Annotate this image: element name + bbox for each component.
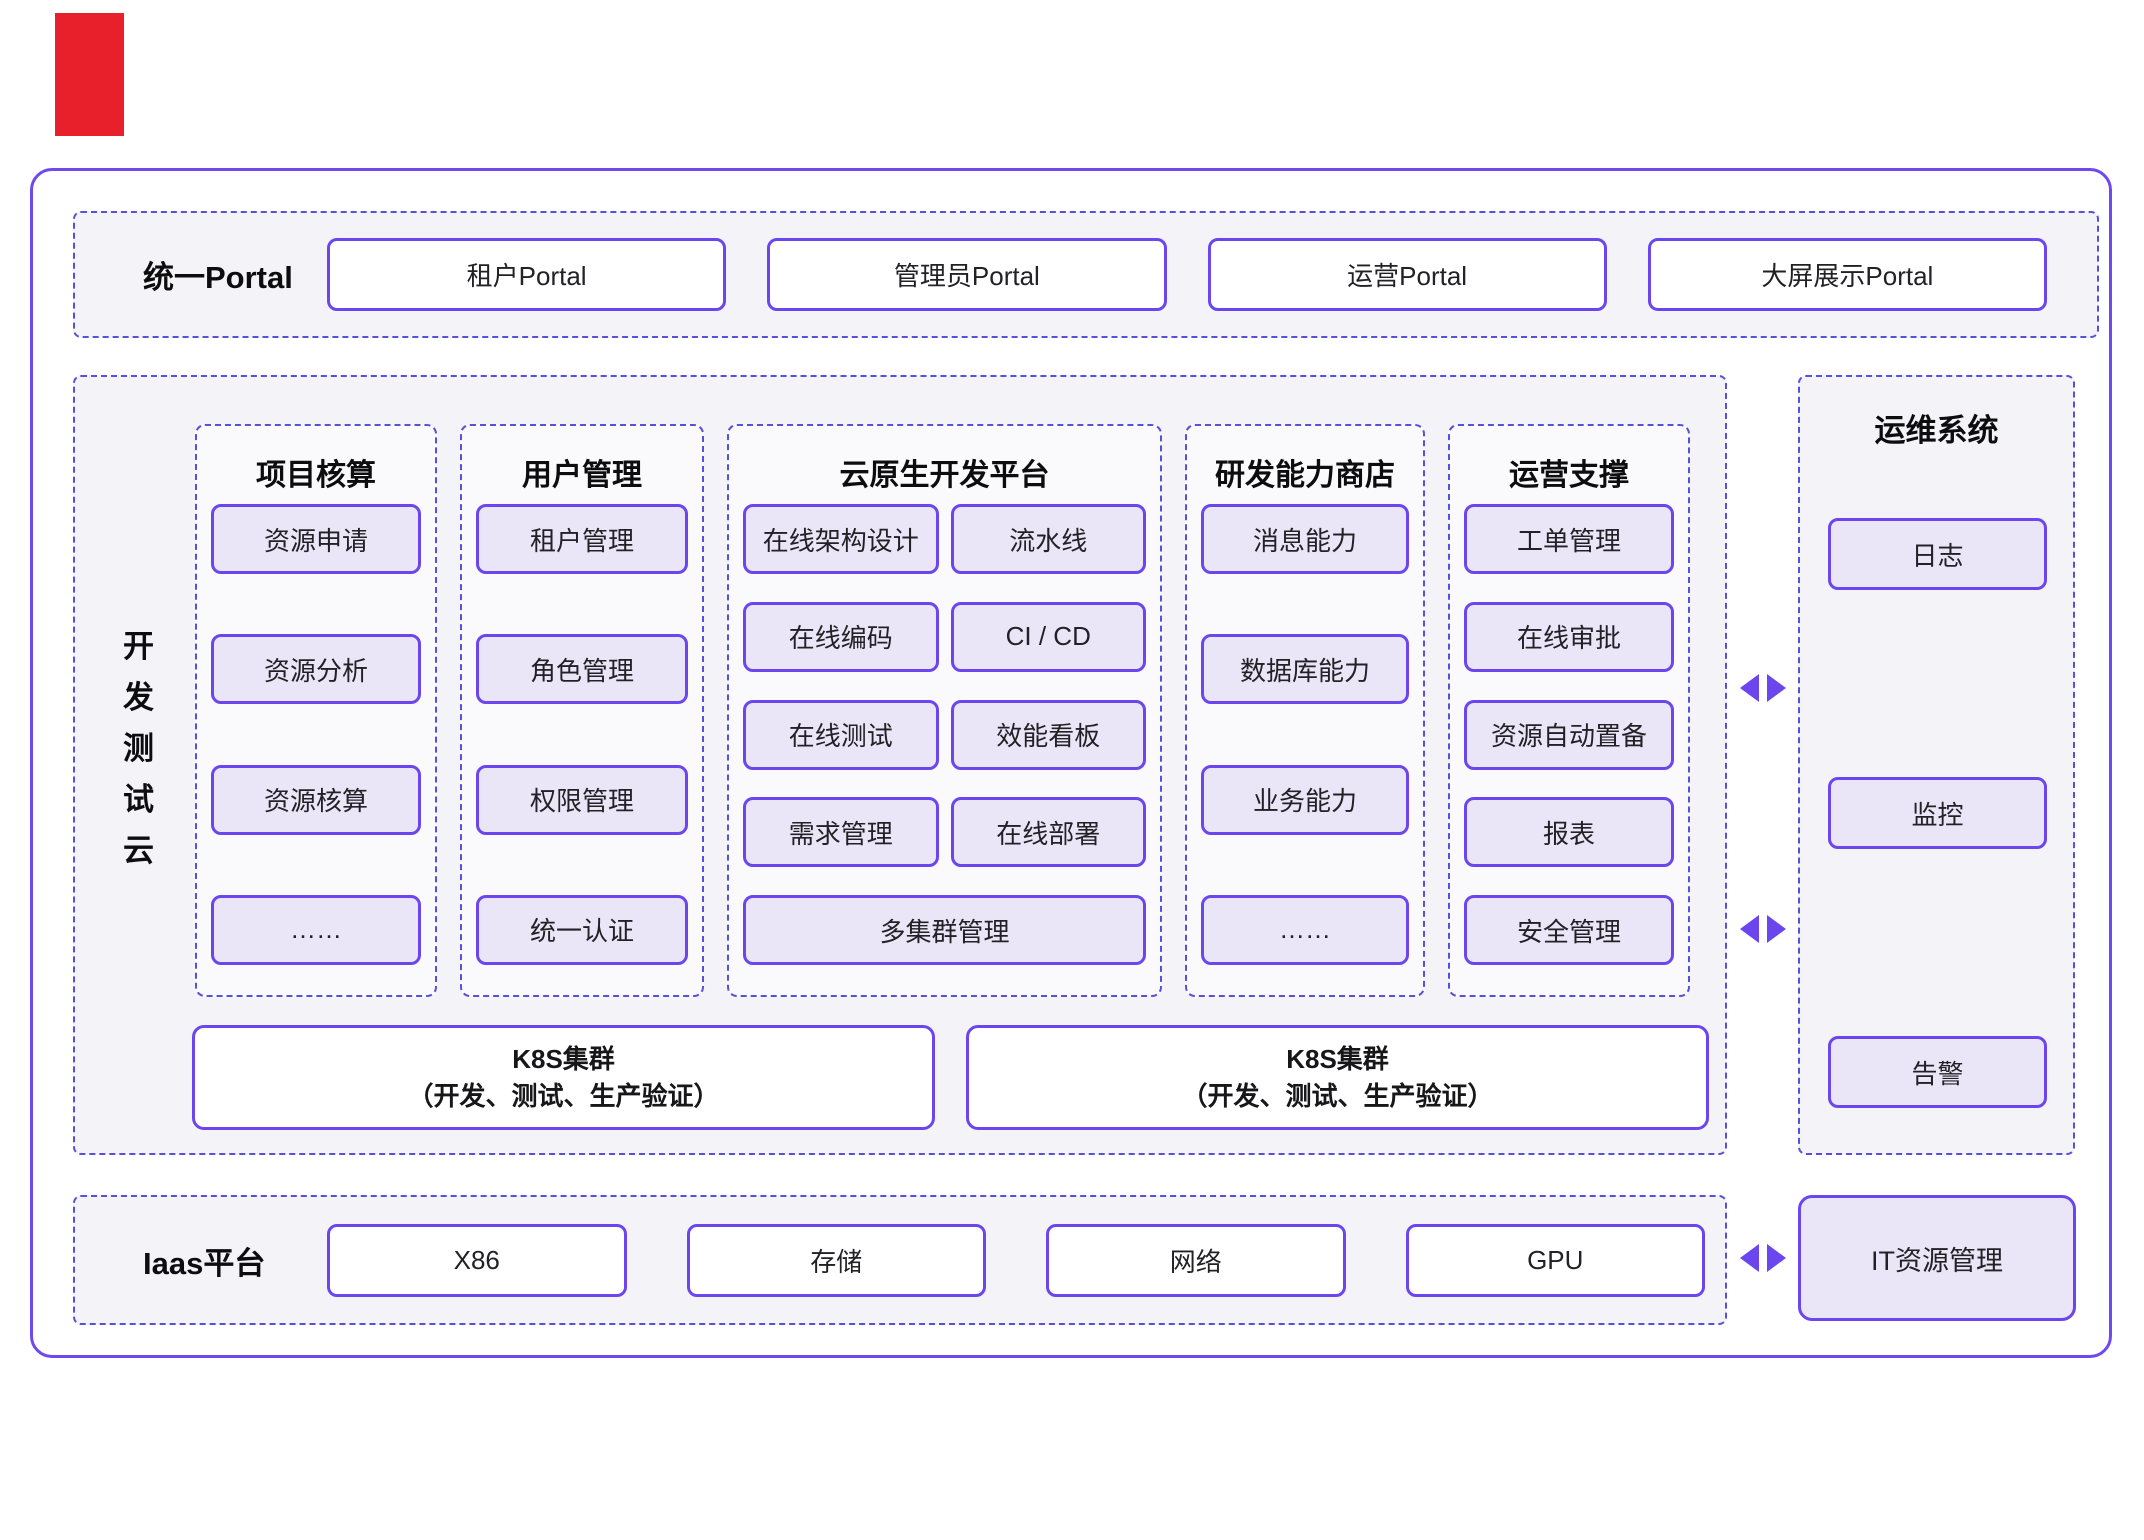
k8s-cluster-line2: （开发、测试、生产验证） <box>407 1080 720 1111</box>
column-title: 用户管理 <box>522 459 642 492</box>
feature-box: 安全管理 <box>1464 895 1674 965</box>
feature-pair-row: 在线编码 CI / CD <box>743 601 1146 672</box>
k8s-cluster-line2: （开发、测试、生产验证） <box>1181 1080 1494 1111</box>
dev-test-cloud-section: 开发测试云 项目核算 资源申请 资源分析 资源核算 …… 用户管理 租户管理 <box>73 375 1727 1155</box>
feature-box: 资源申请 <box>211 504 421 574</box>
ops-box-alert: 告警 <box>1828 1036 2047 1108</box>
feature-box: 角色管理 <box>476 634 688 705</box>
feature-box: 数据库能力 <box>1201 634 1409 705</box>
column-rows: 消息能力 数据库能力 业务能力 …… <box>1201 504 1409 965</box>
feature-pair-row: 在线测试 效能看板 <box>743 699 1146 770</box>
column-project-accounting: 项目核算 资源申请 资源分析 资源核算 …… <box>195 424 437 997</box>
column-rd-capability-store: 研发能力商店 消息能力 数据库能力 业务能力 …… <box>1185 424 1425 997</box>
column-operation-support: 运营支撑 工单管理 在线审批 资源自动置备 报表 安全管理 <box>1448 424 1690 997</box>
feature-box: 资源自动置备 <box>1464 699 1674 770</box>
iaas-item-storage: 存储 <box>686 1223 986 1297</box>
it-resource-management-box: IT资源管理 <box>1798 1195 2076 1321</box>
dev-test-cloud-label: 开发测试云 <box>118 629 153 885</box>
iaas-item-network: 网络 <box>1046 1223 1346 1297</box>
feature-box: CI / CD <box>950 601 1146 672</box>
feature-box: 流水线 <box>950 504 1146 574</box>
iaas-section: Iaas平台 X86 存储 网络 GPU <box>73 1195 1727 1325</box>
feature-box: 在线架构设计 <box>743 504 939 574</box>
portal-item-operation: 运营Portal <box>1207 238 1607 311</box>
column-user-management: 用户管理 租户管理 角色管理 权限管理 统一认证 <box>460 424 704 997</box>
column-rows: 租户管理 角色管理 权限管理 统一认证 <box>476 504 688 965</box>
feature-pair-row: 在线架构设计 流水线 <box>743 504 1146 574</box>
feature-box-multi-cluster: 多集群管理 <box>743 895 1146 965</box>
feature-box: 报表 <box>1464 797 1674 868</box>
column-rows: 工单管理 在线审批 资源自动置备 报表 安全管理 <box>1464 504 1674 965</box>
column-cloud-native-platform: 云原生开发平台 在线架构设计 流水线 在线编码 CI / CD 在线测试 效能看 <box>727 424 1162 997</box>
column-rows: 资源申请 资源分析 资源核算 …… <box>211 504 421 965</box>
k8s-cluster-box: K8S集群 （开发、测试、生产验证） <box>192 1025 935 1130</box>
feature-box: 租户管理 <box>476 504 688 574</box>
feature-box: 业务能力 <box>1201 764 1409 835</box>
feature-box: 消息能力 <box>1201 504 1409 574</box>
feature-pair-row: 需求管理 在线部署 <box>743 797 1146 868</box>
ops-system-panel: 运维系统 日志 监控 告警 <box>1798 375 2075 1155</box>
portal-item-bigscreen: 大屏展示Portal <box>1647 238 2047 311</box>
iaas-item-gpu: GPU <box>1405 1223 1705 1297</box>
feature-box: 在线部署 <box>950 797 1146 868</box>
column-rows: 在线架构设计 流水线 在线编码 CI / CD 在线测试 效能看板 需求管理 <box>743 504 1146 965</box>
sync-arrows-icon <box>1739 1243 1787 1273</box>
sync-arrows-icon <box>1739 914 1787 944</box>
ops-system-title: 运维系统 <box>1874 413 1999 448</box>
portal-section: 统一Portal 租户Portal 管理员Portal 运营Portal 大屏展… <box>73 211 2099 338</box>
iaas-items: X86 存储 网络 GPU <box>327 1197 1725 1323</box>
iaas-item-x86: X86 <box>327 1223 627 1297</box>
feature-box: 在线编码 <box>743 601 939 672</box>
portal-item-tenant: 租户Portal <box>327 238 727 311</box>
feature-box: 资源分析 <box>211 634 421 705</box>
diagram-outer-frame: 统一Portal 租户Portal 管理员Portal 运营Portal 大屏展… <box>30 168 2112 1358</box>
feature-box: 权限管理 <box>476 764 688 835</box>
feature-box: 工单管理 <box>1464 504 1674 574</box>
column-title: 云原生开发平台 <box>839 459 1050 492</box>
k8s-cluster-row: K8S集群 （开发、测试、生产验证） K8S集群 （开发、测试、生产验证） <box>192 1025 1709 1130</box>
column-title: 项目核算 <box>256 459 376 492</box>
feature-box: 在线审批 <box>1464 601 1674 672</box>
portal-item-admin: 管理员Portal <box>767 238 1167 311</box>
k8s-cluster-line1: K8S集群 <box>512 1044 615 1075</box>
column-title: 运营支撑 <box>1509 459 1629 492</box>
feature-box: …… <box>1201 894 1409 965</box>
feature-box: 在线测试 <box>743 699 939 770</box>
k8s-cluster-line1: K8S集群 <box>1286 1044 1389 1075</box>
feature-box: 统一认证 <box>476 894 688 965</box>
column-title: 研发能力商店 <box>1215 459 1395 492</box>
sync-arrows-icon <box>1739 673 1787 703</box>
dev-cloud-columns: 项目核算 资源申请 资源分析 资源核算 …… 用户管理 租户管理 角色管理 权限… <box>195 424 1690 997</box>
feature-box: 资源核算 <box>211 764 421 835</box>
iaas-section-label: Iaas平台 <box>143 1245 266 1281</box>
portal-items: 租户Portal 管理员Portal 运营Portal 大屏展示Portal <box>327 213 2097 336</box>
portal-section-label: 统一Portal <box>143 260 293 295</box>
feature-box: …… <box>211 894 421 965</box>
red-corner-marker <box>55 13 124 136</box>
feature-box: 需求管理 <box>743 797 939 868</box>
ops-box-log: 日志 <box>1828 518 2047 590</box>
feature-box: 效能看板 <box>950 699 1146 770</box>
k8s-cluster-box: K8S集群 （开发、测试、生产验证） <box>966 1025 1709 1130</box>
ops-box-monitor: 监控 <box>1828 777 2047 849</box>
